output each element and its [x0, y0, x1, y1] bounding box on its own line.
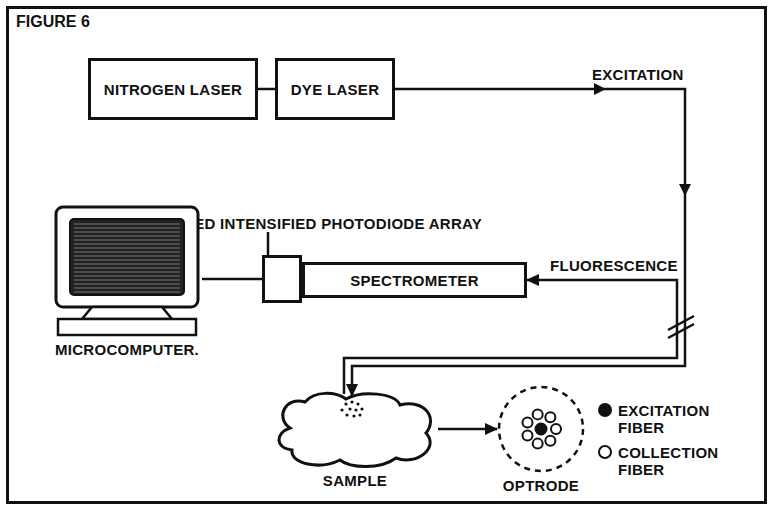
fiber-connector [352, 89, 685, 396]
collection-fiber-sample [599, 446, 611, 458]
part-label: OPTRODE [457, 477, 625, 494]
figure-title: FIGURE 6 [16, 13, 90, 31]
box-label: SPECTROMETER [350, 272, 479, 289]
sample-cloud-art [270, 390, 440, 468]
optrode-circle: OPTRODE [497, 385, 585, 473]
signal-label: FLUORESCENCE [548, 257, 680, 274]
part-label: SAMPLE [230, 472, 480, 489]
sample-cloud: SAMPLE [270, 390, 440, 468]
laser-box: DYE LASER [275, 58, 395, 120]
computer-base [58, 319, 196, 335]
optrode-outline [499, 387, 583, 471]
sample-outline [279, 393, 431, 466]
fiber-connector [438, 428, 497, 431]
fiber-connector [258, 88, 275, 91]
box-label: NITROGEN LASER [104, 81, 242, 98]
laser-box: NITROGEN LASER [88, 58, 258, 120]
signal-label: EXCITATION [590, 66, 686, 83]
screen-scanlines [74, 224, 180, 292]
computer-icon: MICROCOMPUTER. [52, 205, 202, 337]
excitation-fiber-sample [599, 404, 611, 416]
monitor-case [56, 207, 198, 307]
monitor-screen [70, 219, 184, 295]
computer-icon-art [52, 205, 202, 337]
legend-text: EXCITATION FIBER [618, 402, 738, 436]
optrode-circle-art [497, 385, 585, 473]
fiber-connector [202, 278, 262, 281]
break-mark [668, 316, 694, 330]
leader-line [267, 232, 270, 255]
box-label: DYE LASER [291, 81, 380, 98]
break-mark [668, 324, 694, 338]
photodiode-array-box: PULSED INTENSIFIED PHOTODIODE ARRAY [262, 255, 302, 303]
fiber-bundle [522, 409, 561, 448]
fluorescence-spray [340, 400, 363, 417]
legend-text: COLLECTION FIBER [618, 444, 738, 478]
monitor-stand [82, 307, 172, 319]
part-label: MICROCOMPUTER. [12, 341, 242, 358]
spectrometer-box: SPECTROMETER [302, 262, 527, 298]
